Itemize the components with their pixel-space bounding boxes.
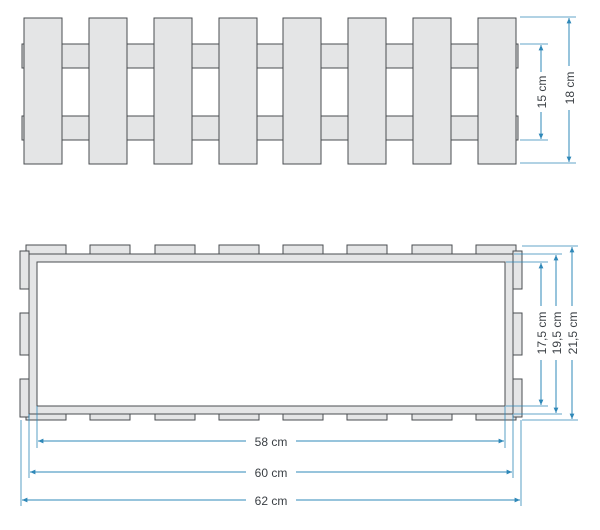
side-slat	[19, 312, 30, 356]
width-dimensions: 17,5 cm 19,5 cm 21,5 cm	[506, 245, 580, 421]
inner-length-label: 58 cm	[255, 435, 288, 449]
top-slats-back	[25, 244, 517, 255]
top-view	[19, 244, 523, 421]
inner-width-label: 17,5 cm	[535, 312, 549, 355]
top-slat	[346, 244, 388, 255]
top-slats-front	[25, 410, 517, 421]
front-planks	[23, 17, 517, 165]
top-slat	[154, 244, 196, 255]
side-slat	[512, 250, 523, 290]
front-plank	[88, 17, 128, 165]
front-plank	[347, 17, 387, 165]
top-slat	[282, 244, 324, 255]
front-plank	[218, 17, 258, 165]
top-slat	[411, 244, 453, 255]
front-plank	[477, 17, 517, 165]
top-slat	[218, 244, 260, 255]
total-height-label: 18 cm	[563, 72, 577, 105]
front-plank	[282, 17, 322, 165]
side-slats-right	[512, 250, 523, 418]
side-slat	[19, 378, 30, 418]
inner-box	[36, 261, 506, 407]
middle-length-label: 60 cm	[255, 466, 288, 480]
middle-width-label: 19,5 cm	[550, 312, 564, 355]
rail-height-label: 15 cm	[535, 76, 549, 109]
front-plank	[412, 17, 452, 165]
side-slat	[19, 250, 30, 290]
side-slat	[512, 378, 523, 418]
height-dimensions: 15 cm 18 cm	[520, 16, 577, 164]
outer-width-label: 21,5 cm	[566, 312, 580, 355]
side-slat	[512, 312, 523, 356]
front-view	[21, 17, 519, 165]
length-dimensions: 58 cm 60 cm 62 cm	[20, 406, 522, 508]
top-slat	[25, 244, 67, 255]
front-plank	[153, 17, 193, 165]
outer-length-label: 62 cm	[255, 494, 288, 508]
side-slats-left	[19, 250, 30, 418]
top-slat	[475, 244, 517, 255]
front-plank	[23, 17, 63, 165]
top-slat	[89, 244, 131, 255]
